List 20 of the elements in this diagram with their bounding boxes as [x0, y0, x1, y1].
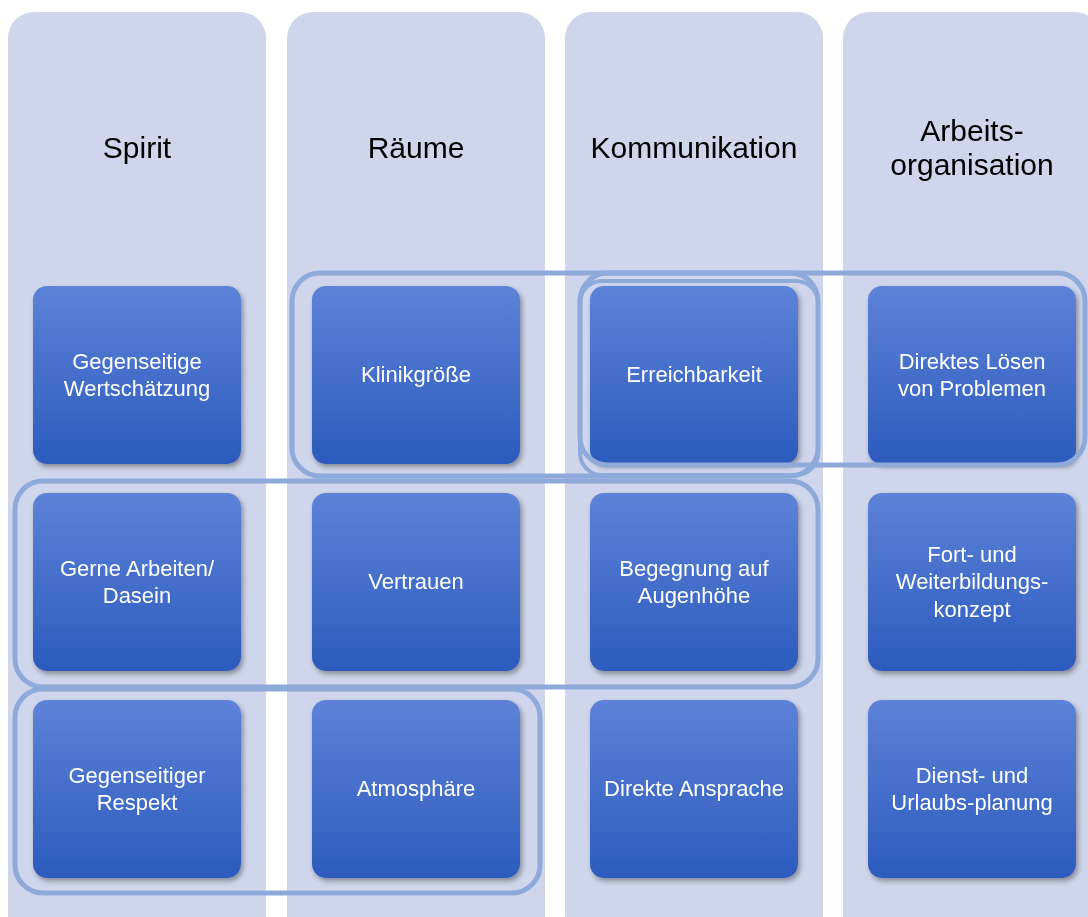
factor-box: Dienst- und Urlaubs-planung	[868, 700, 1076, 878]
factor-box: Gerne Arbeiten/ Dasein	[33, 493, 241, 671]
category-column	[565, 12, 823, 917]
factor-box: Fort- und Weiterbildungs-konzept	[868, 493, 1076, 671]
factor-box: Vertrauen	[312, 493, 520, 671]
factor-box: Erreichbarkeit	[590, 286, 798, 464]
category-column	[8, 12, 266, 917]
factor-box: Atmosphäre	[312, 700, 520, 878]
column-heading: Räume	[367, 131, 465, 165]
category-column	[287, 12, 545, 917]
factor-box: Direkte Ansprache	[590, 700, 798, 878]
factor-box: Direktes Lösen von Problemen	[868, 286, 1076, 464]
factor-box: Gegenseitiger Respekt	[33, 700, 241, 878]
column-heading: Kommunikation	[590, 131, 798, 165]
category-column	[843, 12, 1088, 917]
factor-box: Gegenseitige Wertschätzung	[33, 286, 241, 464]
column-heading: Arbeits-organisation	[889, 114, 1055, 182]
factor-box: Klinikgröße	[312, 286, 520, 464]
column-heading: Spirit	[102, 131, 172, 165]
factor-box: Begegnung auf Augenhöhe	[590, 493, 798, 671]
